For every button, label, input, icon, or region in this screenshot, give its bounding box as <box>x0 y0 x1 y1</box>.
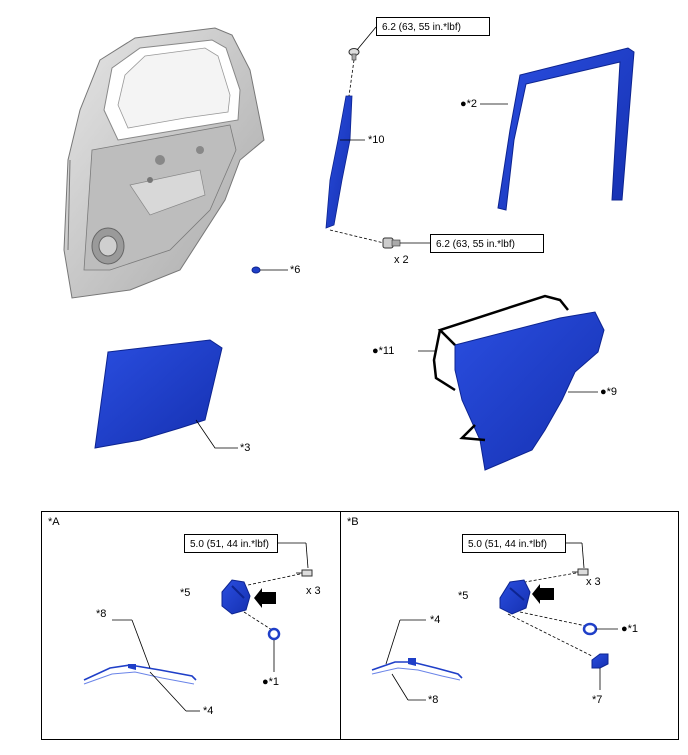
service-hole-cover <box>454 311 605 471</box>
glass-run <box>480 47 635 211</box>
part-label-9: ●*9 <box>600 386 618 398</box>
torque-spec-box: 6.2 (63, 55 in.*lbf) <box>376 17 490 36</box>
part-label-11: ●*11 <box>372 345 395 357</box>
door-inner-panel <box>63 27 265 299</box>
part-label-8: *8 <box>96 608 107 620</box>
butyl-tape <box>432 294 569 392</box>
bolt-icon <box>348 48 360 61</box>
clip-icon <box>251 266 288 274</box>
part-label-3: *3 <box>240 442 251 454</box>
screw-icon <box>572 568 589 576</box>
part-label-1: ●*1 <box>621 623 639 635</box>
part-label-5: *5 <box>180 587 191 599</box>
panel-tag: *B <box>347 516 359 528</box>
door-glass <box>94 339 238 449</box>
quantity-label: x 2 <box>394 254 409 266</box>
variant-panel-b: *B <box>340 511 679 740</box>
part-label-4: *4 <box>203 705 214 717</box>
panel-tag: *A <box>48 516 60 528</box>
quantity-label: x 3 <box>586 576 601 588</box>
torque-spec-box: 5.0 (51, 44 in.*lbf) <box>184 534 278 553</box>
part-label-1: ●*1 <box>262 676 280 688</box>
part-label-4: *4 <box>430 614 441 626</box>
quantity-label: x 3 <box>306 585 321 597</box>
torque-spec-box: 5.0 (51, 44 in.*lbf) <box>462 534 566 553</box>
part-label-2: ●*2 <box>460 98 478 110</box>
torque-spec-box: 6.2 (63, 55 in.*lbf) <box>430 234 544 253</box>
bolt-icon <box>382 237 401 249</box>
part-label-7: *7 <box>592 694 603 706</box>
part-label-10: *10 <box>368 134 385 146</box>
part-label-8: *8 <box>428 694 439 706</box>
panel-a-artwork <box>83 542 313 712</box>
door-division-bar <box>325 95 365 229</box>
screw-icon <box>296 569 313 577</box>
part-label-6: *6 <box>290 264 301 276</box>
part-label-5: *5 <box>458 590 469 602</box>
panel-b-artwork <box>371 542 618 701</box>
